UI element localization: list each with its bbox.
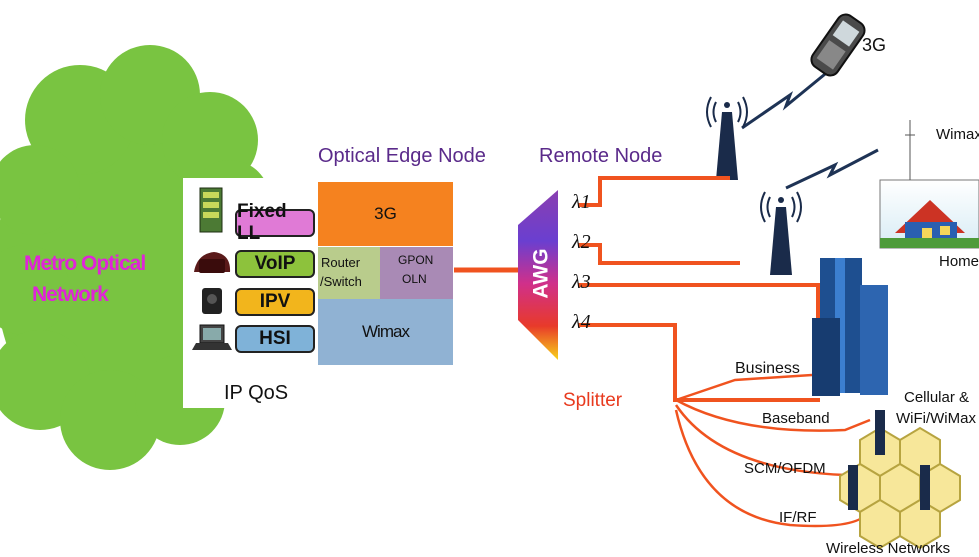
remote-node-title: Remote Node (539, 145, 663, 167)
label-if-rf: IF/RF (779, 509, 817, 526)
block-3g-label: 3G (374, 204, 397, 223)
router-switch-block (318, 247, 380, 299)
antenna-tower-2 (760, 191, 802, 275)
service-voip: VoIP (235, 250, 315, 278)
fixed-ll-device-icon (199, 187, 223, 233)
splitter-label: Splitter (563, 390, 623, 411)
gpon-block (380, 247, 453, 299)
label-wireless-networks: Wireless Networks (826, 540, 951, 557)
router-label-line1: Router (321, 255, 361, 270)
laptop-icon (192, 324, 232, 350)
lambda-2: λ2 (572, 231, 591, 253)
wireless-link-3g (741, 68, 831, 130)
cloud-label-line2: Network (32, 283, 109, 306)
label-scm-ofdm: SCM/OFDM (744, 460, 826, 477)
label-3g: 3G (862, 35, 887, 55)
lambda-4: λ4 (572, 311, 591, 333)
label-cellular-line1: Cellular & (904, 389, 970, 406)
label-home: Home (939, 253, 979, 270)
3g-block (318, 182, 453, 246)
gpon-label-line2: OLN (402, 272, 427, 286)
baseband-fibers (674, 373, 872, 528)
label-cellular-line2: WiFi/WiMax (896, 410, 976, 427)
label-wimax: Wimax (936, 126, 979, 143)
service-hsi: HSI (235, 325, 315, 353)
awg-splitter (518, 190, 558, 360)
service-ipv: IPV (235, 288, 315, 316)
ip-qos-label: IP QoS (224, 382, 289, 404)
gpon-label-line1: GPON (398, 253, 434, 267)
phone-icon (194, 252, 231, 273)
video-device-icon (202, 288, 222, 314)
fibers (578, 176, 820, 402)
block-wimax-label: Wimax (362, 322, 410, 341)
cloud-label-line1: Metro Optical (24, 252, 146, 275)
antenna-tower-1 (706, 96, 748, 180)
wireless-cells (839, 426, 961, 550)
lambda-1: λ1 (572, 191, 591, 213)
lambda-3: λ3 (572, 271, 591, 293)
router-label-line2: /Switch (320, 274, 362, 289)
office-building-icon (812, 258, 888, 396)
edge-node-title: Optical Edge Node (318, 145, 486, 167)
label-baseband: Baseband (762, 410, 830, 427)
wireless-link-wimax (785, 148, 879, 190)
wimax-block (318, 299, 453, 365)
cell-towers (848, 410, 930, 510)
awg-label: AWG (529, 248, 553, 299)
service-fixed-ll: Fixed LL (235, 201, 315, 244)
label-business: Business (735, 360, 800, 377)
home-scene (879, 120, 979, 249)
mobile-phone-icon (810, 13, 866, 77)
